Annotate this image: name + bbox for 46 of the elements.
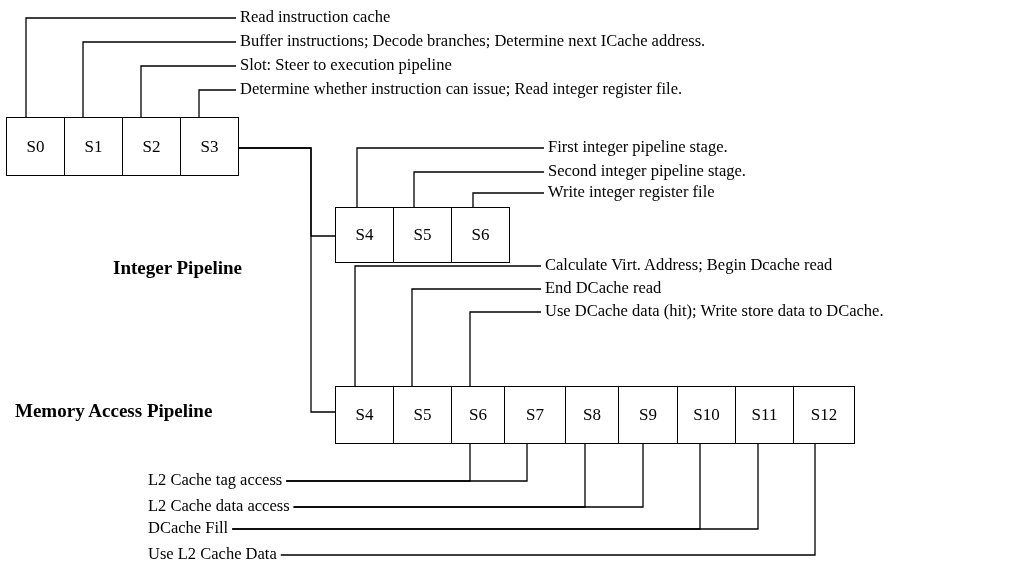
stage-cell: S8 [565, 386, 619, 444]
leader-line [469, 311, 542, 387]
leader-line [280, 443, 816, 556]
leader-line [411, 288, 542, 387]
stage-description: Use DCache data (hit); Write store data to DCache. [545, 301, 884, 321]
pipeline-label: Integer Pipeline [113, 257, 242, 279]
stage-cell: S5 [393, 207, 452, 263]
stage-cell: S7 [504, 386, 566, 444]
stage-cell: S12 [793, 386, 855, 444]
stage-description: Read instruction cache [240, 7, 391, 27]
leader-line [292, 443, 644, 508]
stage-cell: S10 [677, 386, 736, 444]
stage-description: End DCache read [545, 278, 662, 298]
stage-description: L2 Cache tag access [148, 470, 283, 490]
stage-cell: S1 [64, 117, 123, 176]
stage-description: Second integer pipeline stage. [548, 161, 746, 181]
stage-cell: S0 [6, 117, 65, 176]
leader-line [25, 17, 237, 118]
stage-description: Use L2 Cache Data [148, 544, 277, 563]
stage-cell: S4 [335, 386, 394, 444]
stage-description: L2 Cache data access [148, 496, 290, 516]
stage-cell: S6 [451, 386, 505, 444]
stage-description: Write integer register file [548, 182, 715, 202]
stage-cell: S6 [451, 207, 510, 263]
stage-cell: S5 [393, 386, 452, 444]
stage-cell: S3 [180, 117, 239, 176]
leader-line [140, 65, 237, 118]
pipeline-label: Memory Access Pipeline [15, 400, 213, 422]
leader-line [198, 89, 237, 118]
stage-cell: S4 [335, 207, 394, 263]
stage-description: Slot: Steer to execution pipeline [240, 55, 452, 75]
leader-line [354, 265, 542, 387]
stage-description: First integer pipeline stage. [548, 137, 728, 157]
stage-description: DCache Fill [148, 518, 229, 538]
stage-description: Calculate Virt. Address; Begin Dcache read [545, 255, 833, 275]
stage-cell: S2 [122, 117, 181, 176]
connector-line [237, 147, 336, 413]
leader-line [82, 41, 237, 118]
leader-line [472, 192, 545, 208]
stage-description: Buffer instructions; Decode branches; Determine next ICache address. [240, 31, 706, 51]
stage-description: Determine whether instruction can issue; Read integer register file. [240, 79, 683, 99]
stage-cell: S11 [735, 386, 794, 444]
stage-cell: S9 [618, 386, 678, 444]
leader-line [413, 171, 545, 208]
leader-line [285, 443, 528, 482]
leader-line [356, 147, 545, 208]
